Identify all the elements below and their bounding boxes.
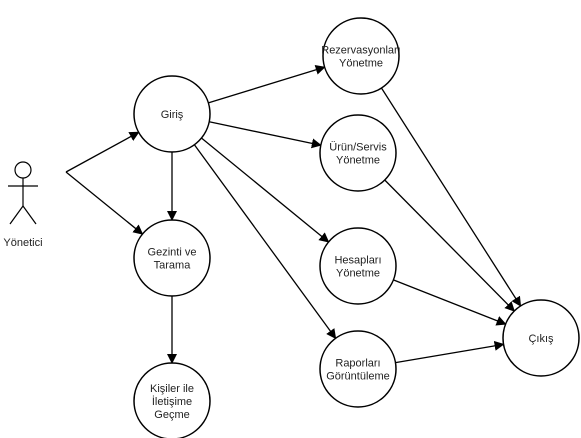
edge-hesap-to-cikis	[393, 279, 507, 326]
actor-head	[14, 161, 32, 179]
use-case-giris[interactable]: Giriş	[133, 75, 211, 153]
use-case-circle	[319, 330, 397, 408]
edge-giris-to-rapor	[193, 144, 337, 340]
edge-rezervasyon-to-cikis	[380, 87, 522, 307]
use-case-cikis[interactable]: Çıkış	[502, 299, 580, 377]
edge-giris-to-urun	[209, 121, 322, 149]
use-case-circle	[502, 299, 580, 377]
use-case-label: Rezervasyonları	[321, 45, 400, 57]
use-case-label: Raporları	[335, 358, 380, 370]
actor-yonetici[interactable]: Yönetici	[3, 161, 43, 249]
edge-giris-to-rezervasyon	[208, 65, 326, 104]
use-case-label: Görüntüleme	[326, 371, 390, 383]
actor-left-leg	[9, 205, 24, 225]
use-case-label: İletişime	[152, 395, 192, 408]
use-case-label: Yönetme	[339, 58, 383, 70]
use-case-label: Kişiler ile	[150, 383, 194, 395]
use-case-circle	[133, 219, 211, 297]
use-case-label: Giriş	[161, 109, 184, 121]
actor-label: Yönetici	[3, 237, 42, 249]
use-case-label: Yönetme	[336, 155, 380, 167]
actor-right-leg	[22, 205, 37, 225]
use-case-label: Yönetme	[336, 268, 380, 280]
use-case-circle	[133, 362, 211, 438]
edge-rapor-to-cikis	[395, 340, 505, 364]
use-case-label: Gezinti ve	[148, 247, 197, 259]
edge-actor-to-giris	[65, 131, 140, 173]
use-case-label: Hesapları	[334, 255, 381, 267]
use-case-label: Çıkış	[528, 333, 554, 345]
use-case-circle	[319, 227, 397, 305]
use-case-circle	[319, 114, 397, 192]
use-case-label: Geçme	[154, 409, 189, 421]
use-case-label: Tarama	[154, 260, 192, 272]
use-case-label: Ürün/Servis	[329, 142, 387, 154]
edges	[65, 65, 522, 364]
edge-actor-to-gezinti	[65, 171, 144, 235]
edge-urun-to-cikis	[384, 179, 515, 312]
edge-giris-to-hesap	[201, 137, 330, 243]
use-case-circle	[322, 17, 400, 95]
use-case-circle	[133, 75, 211, 153]
